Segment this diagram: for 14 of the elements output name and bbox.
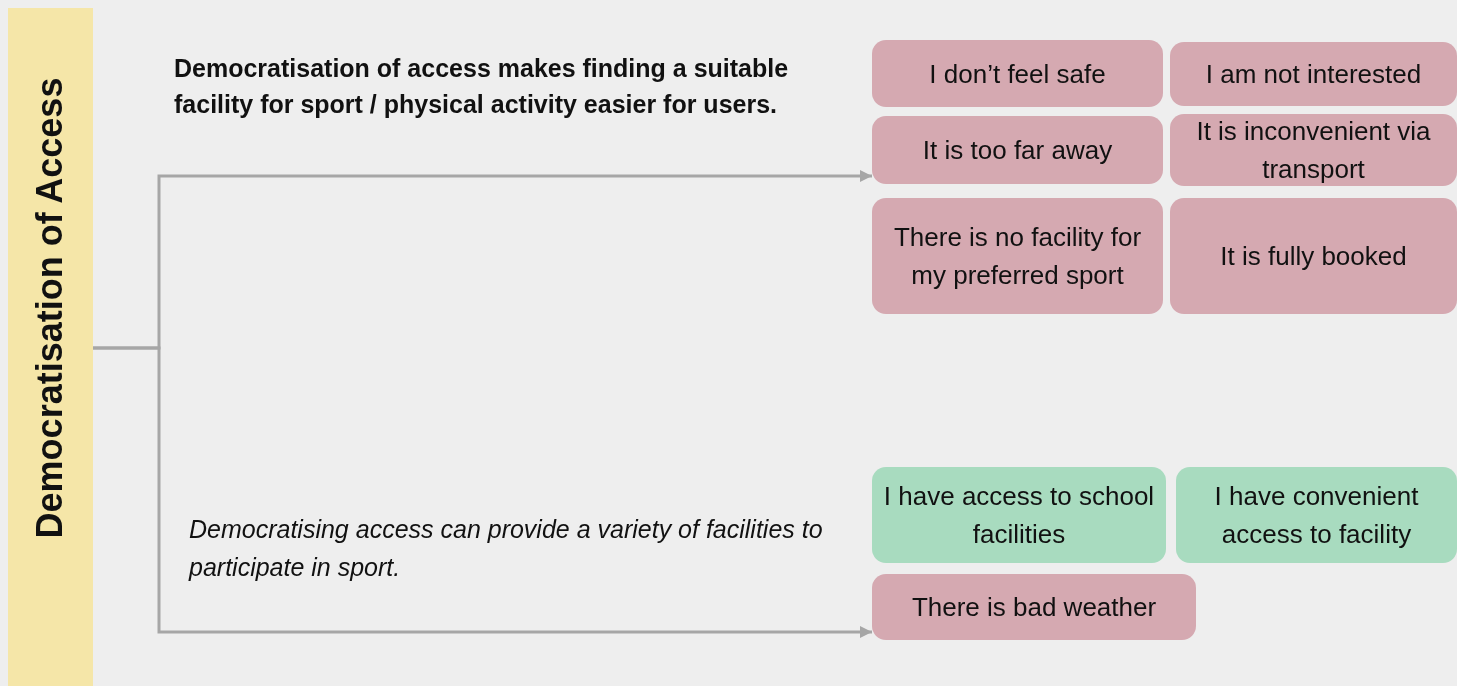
positive-factor-box: I have convenient access to facility bbox=[1176, 467, 1457, 563]
barrier-box: It is fully booked bbox=[1170, 198, 1457, 314]
barrier-box: I don’t feel safe bbox=[872, 40, 1163, 107]
barrier-box: I am not interested bbox=[1170, 42, 1457, 106]
barrier-box: There is bad weather bbox=[872, 574, 1196, 640]
barrier-box: It is inconvenient via transport bbox=[1170, 114, 1457, 186]
edge-label: Democratisation of access makes finding a suitable facility for sport / physical activity easier for users. bbox=[174, 53, 790, 120]
barrier-box: There is no facility for my preferred sport bbox=[872, 198, 1163, 314]
positive-factor-box: I have access to school facilities bbox=[872, 467, 1166, 563]
category-band bbox=[8, 8, 93, 686]
barrier-box: It is too far away bbox=[872, 116, 1163, 184]
arrow bbox=[93, 346, 872, 638]
band-title: Democratisation of Access bbox=[28, 77, 72, 539]
edge-label: Democratising access can provide a variety of facilities to participate in sport. bbox=[189, 514, 824, 583]
